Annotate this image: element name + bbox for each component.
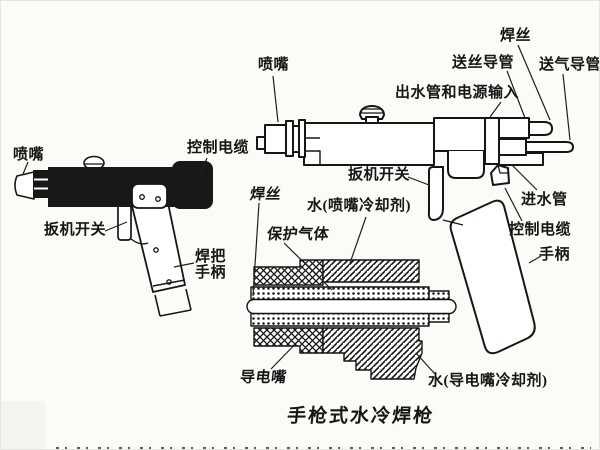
label-left-handle-line1: 焊把	[195, 249, 227, 265]
label-cs-water-nozzle-coolant: 水(喷嘴冷却剂)	[307, 198, 411, 214]
gas-feed-conduit-base	[498, 138, 527, 156]
cs-sleeve-top-right	[428, 290, 450, 301]
left-gun-nozzle-tip	[14, 171, 35, 200]
gas-feed-conduit	[525, 141, 574, 153]
scan-shade	[1, 401, 45, 449]
label-right-water-outlet-power: 出水管和电源输入	[395, 85, 520, 101]
label-right-water-inlet: 进水管	[521, 192, 568, 208]
right-gun-knob	[359, 105, 385, 125]
leader-right-wire	[517, 44, 551, 121]
right-gun-trigger	[427, 166, 444, 221]
left-gun-drawing	[14, 155, 213, 317]
cs-sleeve-bottom-right	[428, 312, 450, 323]
leader-cs-water-tip	[415, 352, 436, 375]
label-cs-welding-wire: 焊丝	[249, 187, 283, 203]
leader-right-wirefeed	[506, 70, 526, 119]
label-right-trigger-switch: 扳机开关	[348, 167, 411, 183]
right-gun-tubes	[498, 117, 574, 166]
figure-caption: 手枪式水冷焊枪	[285, 406, 436, 427]
label-right-control-cable: 控制电缆	[509, 222, 572, 238]
cs-sleeve-bottom	[250, 312, 430, 327]
welding-wire-tip	[528, 121, 553, 136]
leader-left-cable	[199, 157, 208, 176]
label-left-control-cable: 控制电缆	[187, 140, 250, 156]
label-right-welding-wire: 焊丝	[500, 28, 532, 44]
right-gun-handle	[449, 199, 536, 355]
cs-welding-wire	[246, 298, 457, 315]
right-gun-body-block	[433, 117, 502, 179]
cs-sleeve-top	[250, 286, 430, 301]
cs-outer-shell-bottom-right	[322, 327, 423, 380]
leader-right-nozzle	[272, 75, 279, 123]
leader-cs-gas	[283, 242, 333, 291]
label-cs-shielding-gas: 保护气体	[266, 227, 331, 243]
label-right-wire-feed-conduit: 送丝导管	[452, 55, 515, 71]
leader-cs-contact-tip	[270, 331, 308, 370]
cropped-text-line-marks	[56, 447, 591, 449]
leader-left-trigger	[104, 221, 128, 232]
label-right-gas-feed-conduit: 送气导管	[539, 57, 600, 73]
left-gun-rear-block	[172, 161, 213, 209]
label-cs-contact-tip: 导电嘴	[239, 370, 288, 386]
leader-cs-water-nozzle	[349, 216, 367, 264]
right-gun-barrel	[303, 122, 435, 166]
right-gun-nozzle	[256, 119, 306, 158]
label-cs-water-contact-tip-coolant: 水(导电嘴冷却剂)	[428, 373, 548, 389]
label-right-nozzle: 喷嘴	[258, 57, 290, 73]
leader-right-cable	[504, 187, 523, 222]
wire-feed-conduit	[498, 117, 530, 139]
leader-right-handle	[528, 255, 542, 264]
left-gun-nozzle-rings	[33, 170, 49, 198]
leader-left-handle	[173, 262, 195, 268]
right-gun-drawing	[256, 105, 574, 355]
leader-right-gasfeed	[562, 73, 571, 141]
label-left-trigger-switch: 扳机开关	[44, 222, 107, 238]
left-gun-trigger-guard	[131, 183, 168, 209]
label-right-handle: 手柄	[539, 247, 571, 263]
leader-lines	[22, 44, 571, 375]
leader-right-outlet	[489, 101, 502, 118]
leader-cs-wire	[252, 202, 260, 297]
left-gun-handle	[131, 202, 192, 317]
cs-outer-shell-bottom-left	[253, 327, 324, 354]
label-left-nozzle: 喷嘴	[13, 147, 45, 163]
leader-right-inlet	[511, 164, 538, 191]
label-left-handle-line2: 手柄	[195, 265, 227, 282]
cross-section-drawing	[246, 259, 457, 380]
leader-right-trigger	[407, 176, 430, 186]
label-left-handle: 焊把 手柄	[195, 249, 226, 281]
right-gun-cable-connector	[490, 164, 510, 186]
leader-left-nozzle	[22, 161, 29, 175]
cs-outer-shell-top-left	[253, 259, 324, 286]
cs-outer-shell-top-right	[322, 259, 420, 283]
